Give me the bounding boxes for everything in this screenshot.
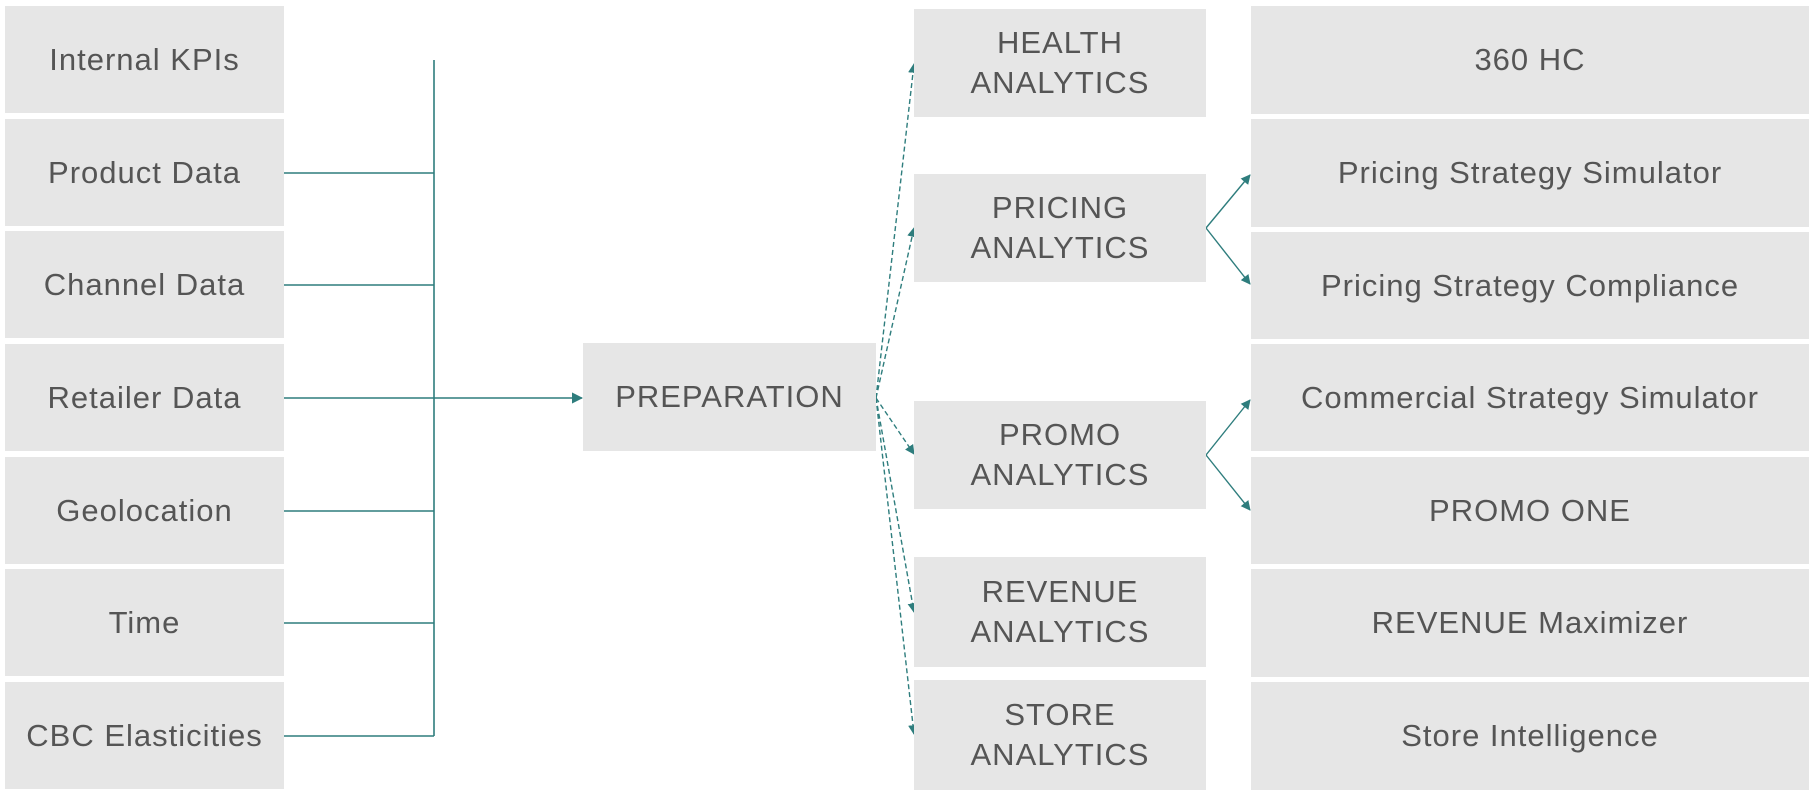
product-store-intelligence: Store Intelligence xyxy=(1251,682,1809,790)
source-label: Time xyxy=(108,604,181,640)
arrow-promo-to-commercial xyxy=(1205,399,1251,456)
product-label: Store Intelligence xyxy=(1401,718,1659,753)
arrow-to-health xyxy=(875,63,918,399)
arrow-to-pricing xyxy=(875,227,917,399)
product-label: Pricing Strategy Simulator xyxy=(1337,155,1723,190)
analytics-line1: HEALTH xyxy=(996,25,1123,60)
product-label: 360 HC xyxy=(1474,42,1586,77)
product-label: PROMO ONE xyxy=(1429,492,1631,528)
source-label: Retailer Data xyxy=(47,379,242,415)
product-pricing-strategy-simulator: Pricing Strategy Simulator xyxy=(1251,119,1809,227)
analytics-line1: REVENUE xyxy=(981,574,1139,609)
arrow-promo-to-promoone xyxy=(1205,454,1251,511)
analytics-promo: PROMO ANALYTICS xyxy=(914,401,1206,509)
product-revenue-maximizer: REVENUE Maximizer xyxy=(1251,569,1809,677)
product-label: Pricing Strategy Compliance xyxy=(1320,267,1740,303)
product-pricing-strategy-compliance: Pricing Strategy Compliance xyxy=(1251,232,1809,339)
arrow-to-store xyxy=(875,397,918,735)
analytics-store: STORE ANALYTICS xyxy=(914,680,1206,790)
source-label: Geolocation xyxy=(56,492,233,528)
arrow-pricing-to-simulator xyxy=(1205,174,1251,229)
source-time: Time xyxy=(5,569,284,676)
source-product-data: Product Data xyxy=(5,119,284,226)
analytics-line2: ANALYTICS xyxy=(970,614,1150,649)
preparation-box: PREPARATION xyxy=(583,343,876,451)
preparation-label: PREPARATION xyxy=(615,379,844,414)
analytics-line2: ANALYTICS xyxy=(970,457,1150,492)
source-cbc-elasticities: CBC Elasticities xyxy=(5,682,284,789)
source-internal-kpis: Internal KPIs xyxy=(5,6,284,113)
product-commercial-strategy-simulator: Commercial Strategy Simulator xyxy=(1251,344,1809,451)
source-geolocation: Geolocation xyxy=(5,457,284,564)
arrow-pricing-to-compliance xyxy=(1205,227,1251,285)
analytics-revenue: REVENUE ANALYTICS xyxy=(914,557,1206,667)
analytics-line1: STORE xyxy=(1004,697,1116,732)
source-label: Channel Data xyxy=(43,266,246,302)
source-label: CBC Elasticities xyxy=(26,717,263,753)
product-360-hc: 360 HC xyxy=(1251,6,1809,114)
analytics-line2: ANALYTICS xyxy=(970,65,1150,100)
analytics-line1: PROMO xyxy=(998,417,1122,452)
source-retailer-data: Retailer Data xyxy=(5,344,284,451)
arrow-to-promo xyxy=(875,397,915,455)
product-promo-one: PROMO ONE xyxy=(1251,457,1809,564)
arrow-to-revenue xyxy=(875,397,918,613)
analytics-health: HEALTH ANALYTICS xyxy=(914,9,1206,117)
analytics-line2: ANALYTICS xyxy=(970,737,1150,772)
analytics-line1: PRICING xyxy=(991,190,1129,225)
analytics-line2: ANALYTICS xyxy=(970,230,1150,265)
product-label: Commercial Strategy Simulator xyxy=(1301,379,1759,415)
source-channel-data: Channel Data xyxy=(5,231,284,338)
source-label: Product Data xyxy=(48,154,241,190)
product-label: REVENUE Maximizer xyxy=(1371,605,1689,640)
analytics-pricing: PRICING ANALYTICS xyxy=(914,174,1206,282)
source-label: Internal KPIs xyxy=(49,41,240,77)
